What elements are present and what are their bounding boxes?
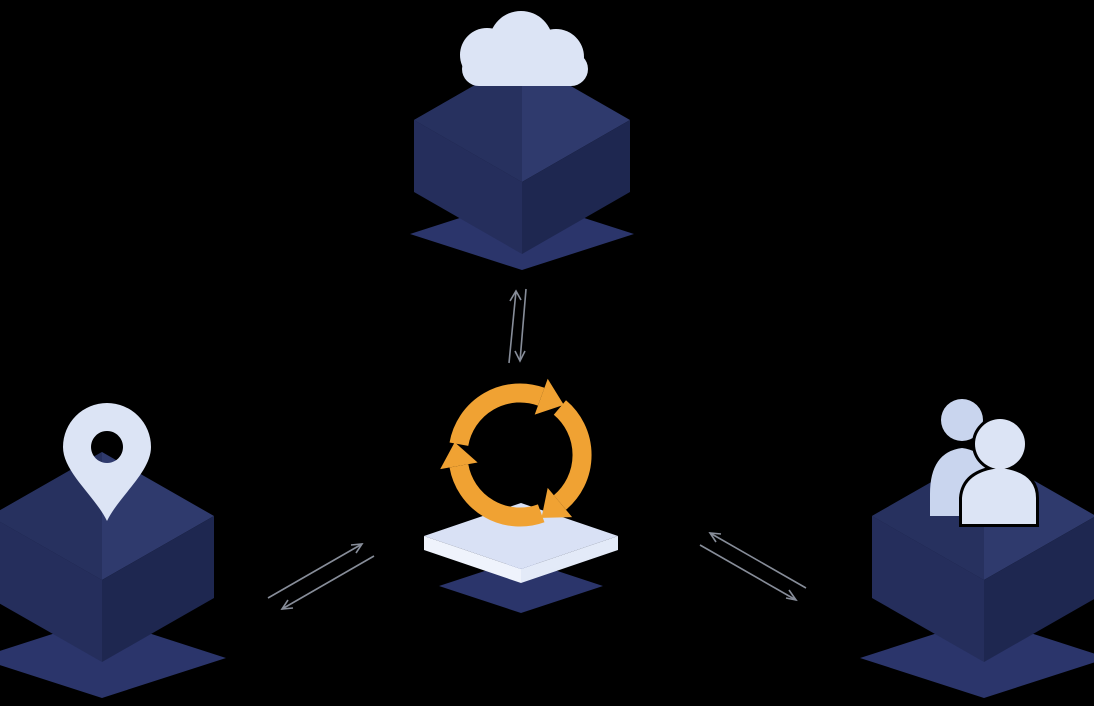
arrow-line bbox=[709, 532, 807, 589]
location-node bbox=[0, 403, 226, 698]
cube-shadow bbox=[0, 618, 226, 698]
user-front bbox=[959, 416, 1039, 527]
arrow-line bbox=[508, 290, 517, 364]
arrow-line bbox=[281, 555, 375, 610]
cube-left-face bbox=[0, 521, 102, 662]
arrow-head bbox=[514, 350, 526, 363]
arrow-head bbox=[350, 543, 364, 554]
sync-arrows-icon bbox=[440, 378, 592, 527]
arrow-head bbox=[280, 599, 294, 610]
cube-top-shade bbox=[414, 58, 522, 182]
arrow-line bbox=[267, 543, 363, 599]
arrow-head bbox=[708, 532, 722, 543]
arrow-head bbox=[785, 589, 798, 602]
cube-right-face bbox=[102, 516, 214, 662]
connector-left bbox=[267, 543, 375, 610]
cube bbox=[414, 58, 630, 254]
platform-left-edge bbox=[424, 536, 521, 583]
cube-top-shade bbox=[0, 452, 102, 580]
cube-left-face bbox=[872, 516, 984, 662]
cube-left-face bbox=[414, 120, 522, 254]
users-icon bbox=[930, 399, 1039, 527]
cloud-icon bbox=[460, 11, 588, 86]
platform-top-face bbox=[424, 503, 618, 569]
sync-hub bbox=[424, 378, 618, 613]
users-node bbox=[860, 399, 1094, 698]
platform bbox=[424, 503, 618, 583]
arrow-head bbox=[509, 289, 522, 302]
arrow-line bbox=[699, 544, 797, 601]
connector-top bbox=[508, 288, 527, 364]
cube-right-face bbox=[522, 120, 630, 254]
cube-right-face bbox=[984, 517, 1094, 662]
cloud-node bbox=[410, 11, 634, 270]
platform-right-edge bbox=[521, 536, 618, 583]
connector-right bbox=[699, 532, 807, 602]
location-pin-icon bbox=[63, 403, 151, 521]
platform-shadow bbox=[439, 559, 603, 613]
arrow-line bbox=[519, 288, 527, 362]
